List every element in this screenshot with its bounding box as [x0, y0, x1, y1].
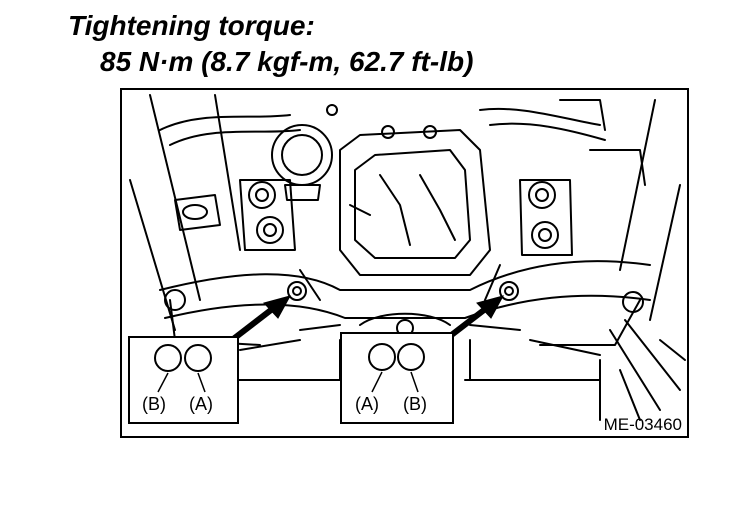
- callout-right-label-b: (B): [403, 394, 427, 414]
- arrow-left: [230, 295, 291, 343]
- washer-a-right: [368, 343, 396, 371]
- callout-right-label-a: (A): [355, 394, 379, 414]
- tightening-torque-heading: Tightening torque:: [68, 10, 315, 41]
- washer-b-left: [154, 344, 182, 372]
- figure-code: ME-03460: [604, 415, 682, 434]
- washer-a-left: [184, 344, 212, 372]
- callout-left-label-a: (A): [189, 394, 213, 414]
- engine-line-art: [129, 94, 686, 421]
- torque-spec-value: 85 N·m (8.7 kgf-m, 62.7 ft-lb): [100, 46, 474, 77]
- callout-right: (A) (B): [340, 332, 454, 424]
- callout-left: (B) (A): [128, 336, 239, 424]
- callout-left-label-b: (B): [142, 394, 166, 414]
- washer-b-right: [397, 343, 425, 371]
